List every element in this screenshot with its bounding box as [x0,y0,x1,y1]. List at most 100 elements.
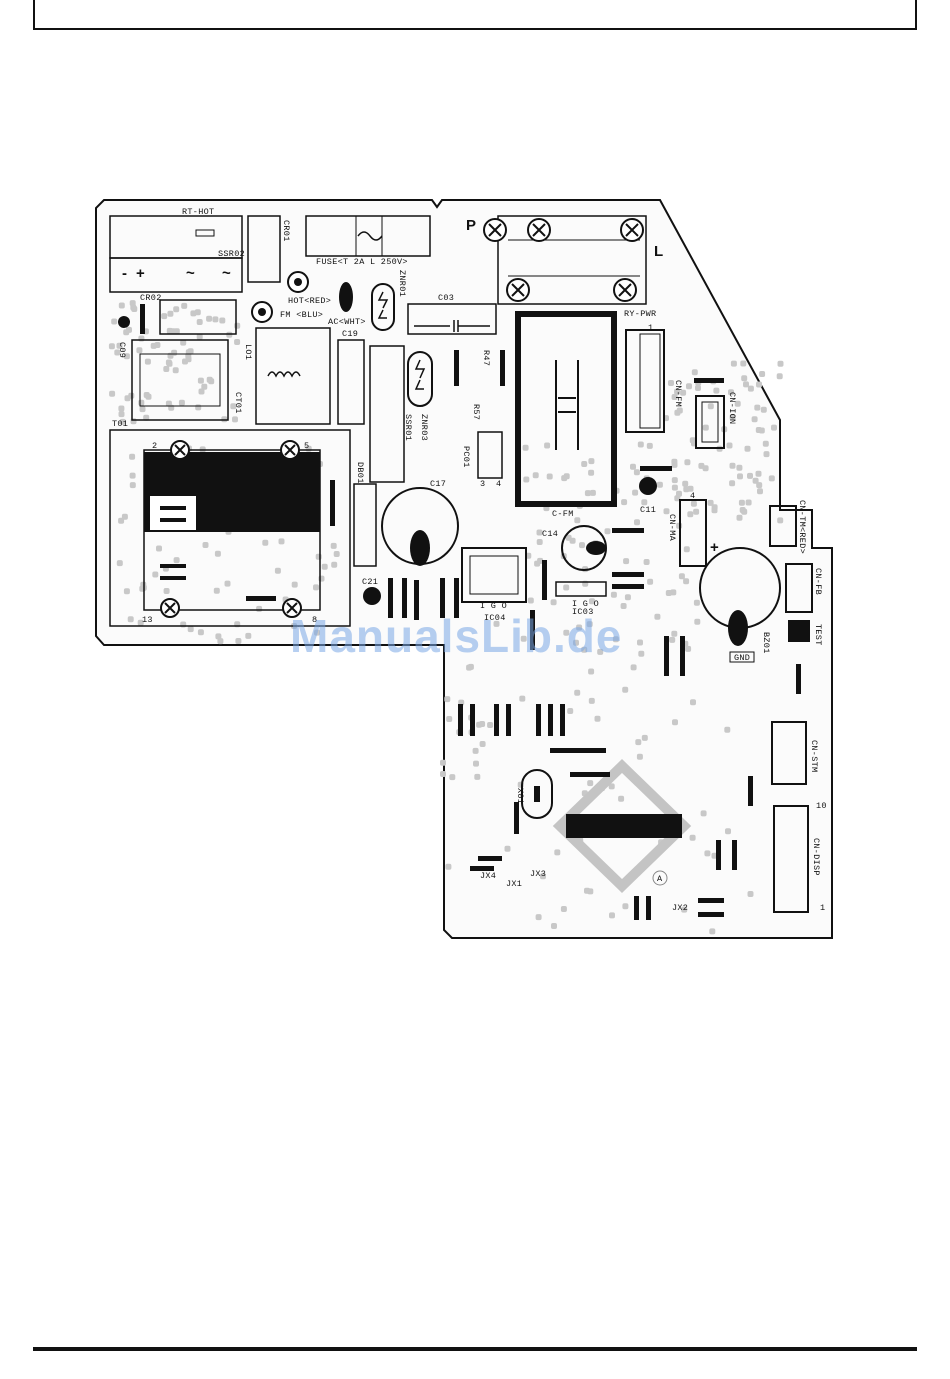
label-c17: C17 [430,479,446,489]
solder-pad [504,845,511,852]
znr01 [371,283,395,331]
resistor-bar [570,772,610,777]
solder-pad [574,689,581,696]
solder-pad [691,369,698,376]
solder-pad [763,451,770,458]
tilde-1: ~ [186,265,195,282]
solder-pad [621,499,628,506]
solder-pad [446,716,453,722]
label-c09: C09 [117,342,127,358]
solder-pad [671,484,678,491]
solder-pad [594,715,601,722]
label-gnd: GND [734,653,750,663]
resistor-bar [454,578,459,618]
solder-pad [743,381,749,388]
solder-pad [729,462,736,469]
label-c14: C14 [542,529,558,539]
resistor-bars [140,304,801,920]
solder-pad [206,376,213,383]
solder-pad [235,638,242,644]
solder-pad [618,795,625,802]
header-box [33,0,917,30]
solder-pad [683,546,690,553]
solder-pad [588,458,595,465]
resistor-bar [246,596,276,601]
label-bz01: BZ01 [761,632,771,654]
solder-pad [118,411,125,418]
resistor-bar [612,584,644,589]
solder-pad [313,584,319,591]
solder-pad [124,395,131,402]
solder-pad [197,629,204,636]
solder-pad [641,734,648,741]
connector-cn-ion [695,395,725,449]
resistor-bar [698,912,724,917]
solder-pad [608,783,615,790]
label-jx2: JX2 [672,903,688,913]
solder-pad [232,416,238,423]
solder-pad [181,302,188,309]
solder-pad [690,500,697,507]
connector-cn-ma [679,499,707,567]
solder-pad [654,613,661,620]
solder-pad [635,739,642,746]
solder-pad [669,636,676,643]
solder-pad [672,719,678,726]
znr03 [407,351,433,407]
pin-4-pc01: 4 [496,479,501,489]
solder-pad [256,605,263,612]
resistor-bar [458,704,463,736]
solder-pad [768,475,775,482]
label-c11: C11 [640,505,656,515]
solder-pad [695,385,701,391]
bz01-plus-sign: + [710,539,719,556]
solder-pad [187,348,194,355]
resistor-bar [732,840,737,870]
label-jx3: JX3 [530,869,546,879]
solder-pad [687,511,694,518]
solder-pad [172,367,179,374]
solder-pad [116,560,123,567]
solder-pad [190,310,197,317]
solder-pad [167,310,174,317]
capacitor-c09 [118,316,130,328]
solder-pad [136,347,143,354]
solder-pad [643,559,650,565]
resistor-bar [698,898,724,903]
solder-pad [139,406,146,413]
solder-pad [196,333,203,340]
solder-pad [754,404,761,411]
solder-pad [109,390,116,397]
label-cn-tm-red: CN-TM<RED> [797,500,807,554]
solder-pad [671,630,678,637]
solder-pad [165,359,172,366]
label-cn-fb: CN-FB [813,568,823,595]
solder-pad [315,553,322,560]
solder-pad [314,629,320,636]
solder-pad [758,427,765,434]
watermark: ManualsLib.de [290,610,622,662]
solder-pad [734,400,741,407]
solder-pad [671,394,678,400]
solder-pad [114,349,121,356]
solder-pad [759,371,766,377]
label-fuse: FUSE<T 2A L 250V> [316,257,408,267]
solder-pad [751,416,758,423]
solder-pad [588,469,595,476]
solder-pad [741,375,748,382]
label-ry-pwr: RY-PWR [624,309,656,319]
solder-pad [195,404,202,411]
solder-pad [540,873,546,880]
label-cr01: CR01 [281,220,291,242]
resistor-bar [612,572,644,577]
solder-pad [274,567,281,574]
label-circle-a: A [657,874,663,884]
solder-pad [776,373,783,380]
solder-pad [563,584,570,591]
resistor-bar [494,704,499,736]
solder-pad [119,418,126,425]
solder-pad [690,699,696,706]
solder-pad [729,414,736,421]
solder-pad [473,760,479,767]
solder-pad [206,315,213,322]
